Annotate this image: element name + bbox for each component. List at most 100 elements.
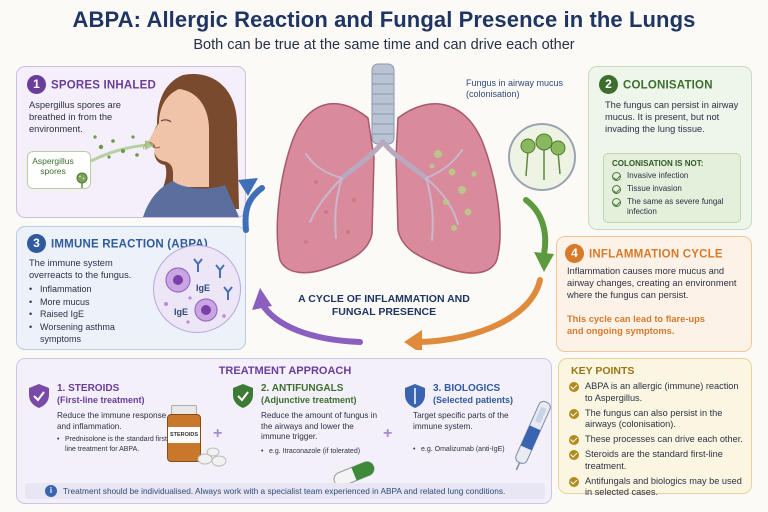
panel-2-header: 2 COLONISATION (599, 75, 713, 94)
shield-icon (29, 384, 49, 408)
key-point-text: The fungus can also persist in the airwa… (585, 407, 723, 430)
lungs-illustration (276, 63, 501, 274)
bottle-label: STEROIDS (168, 427, 200, 443)
treatment-3-text: Target specific parts of the immune syst… (413, 411, 509, 431)
page-title: ABPA: Allergic Reaction and Fungal Prese… (72, 7, 696, 32)
bullet-item: Inflammation (29, 283, 149, 296)
not-item-label: Tissue invasion (627, 184, 682, 193)
panel-inflammation-cycle: 4 INFLAMMATION CYCLE Inflammation causes … (556, 236, 752, 352)
bullet-item: More mucus (29, 296, 149, 309)
treatment-3-bullet: •e.g. Omalizumab (anti-IgE) (413, 446, 505, 453)
treatment-1-subtitle: (First-line treatment) (57, 395, 145, 405)
panel-4-heading: INFLAMMATION CYCLE (589, 248, 723, 261)
treatment-2-subtitle: (Adjunctive treatment) (261, 395, 357, 405)
panel-1-heading: SPORES INHALED (51, 79, 157, 92)
panel-1-header: 1 SPORES INHALED (27, 75, 156, 94)
panel-4-header: 4 INFLAMMATION CYCLE (565, 244, 723, 263)
treatment-2-bullet-text: e.g. Itraconazole (if tolerated) (269, 448, 361, 455)
check-icon (569, 408, 579, 419)
colonisation-not-heading: COLONISATION IS NOT: (612, 159, 704, 168)
check-icon (612, 198, 621, 207)
treatment-1-bullet: •Prednisolone is the standard first-line… (57, 436, 170, 453)
info-icon: i (45, 485, 57, 497)
panel-3-heading: IMMUNE REACTION (ABPA) (51, 238, 208, 251)
bullet-item: Worsening asthma symptoms (29, 321, 149, 346)
treatment-3-title: 3. BIOLOGICS (433, 383, 501, 394)
treatment-2-bullet: •e.g. Itraconazole (if tolerated) (261, 448, 361, 455)
key-point-text: Steroids are the standard first-line tre… (585, 449, 723, 471)
capsule-icon (333, 461, 375, 487)
treatment-3-subtitle: (Selected patients) (433, 395, 514, 405)
treatment-2-text: Reduce the amount of fungus in the airwa… (261, 411, 378, 441)
panel-1-text: Aspergillus spores are breathed in from … (29, 100, 121, 134)
step-number-4: 4 (565, 244, 584, 263)
injection-pen-icon (515, 400, 551, 471)
not-item-label: The same as severe fungal infection (627, 197, 724, 216)
fungus-label: Fungus in airway mucus (colonisation) (466, 78, 564, 99)
immune-cells-illustration: IgE IgE (153, 245, 241, 333)
spore-label-bubble: Aspergillus spores (27, 151, 91, 189)
key-point-item: These processes can drive each other. (569, 434, 745, 446)
key-point-text: ABPA is an allergic (immune) reaction to… (585, 381, 739, 403)
key-points-list: ABPA is an allergic (immune) reaction to… (569, 381, 745, 502)
step-number-2: 2 (599, 75, 618, 94)
immune-cells-icon (164, 258, 233, 324)
panel-3-text: The immune system overreacts to the fung… (29, 258, 132, 280)
treatment-3-bullet-text: e.g. Omalizumab (anti-IgE) (421, 446, 505, 453)
treatment-note-bar: i Treatment should be individualised. Al… (25, 483, 545, 499)
treatment-1-title: 1. STEROIDS (57, 383, 120, 394)
not-item: Invasive infection (612, 171, 732, 181)
ige-label: IgE (196, 283, 211, 293)
key-point-item: Steroids are the standard first-line tre… (569, 449, 745, 472)
treatment-panel: TREATMENT APPROACH 1. STEROIDS (First-li… (16, 358, 552, 504)
panel-3-header: 3 IMMUNE REACTION (ABPA) (27, 234, 208, 253)
key-points-heading: KEY POINTS (571, 365, 635, 377)
colonisation-not-box: COLONISATION IS NOT: Invasive infection … (603, 153, 741, 223)
blue-arrow-head-icon (238, 178, 258, 196)
key-point-text: Antifungals and biologics may be used in… (585, 475, 742, 498)
check-icon (612, 185, 621, 194)
key-point-text: These processes can drive each other. (585, 434, 743, 444)
not-item-label: Invasive infection (627, 171, 689, 180)
treatment-1-bullet-text: Prednisolone is the standard first-line … (65, 436, 170, 453)
fungus-magnified-icon (508, 123, 576, 191)
key-points-panel: KEY POINTS ABPA is an allergic (immune) … (558, 358, 752, 497)
inhaled-spores-icon (90, 135, 155, 163)
key-point-item: Antifungals and biologics may be used in… (569, 476, 745, 499)
panel-immune-reaction: 3 IMMUNE REACTION (ABPA) The immune syste… (16, 226, 246, 350)
plus-icon: + (383, 425, 393, 442)
steroid-bottle-illustration: STEROIDS (167, 405, 201, 463)
step-number-1: 1 (27, 75, 46, 94)
shield-icon (405, 384, 425, 408)
spore-label: Aspergillus spores (32, 156, 74, 176)
check-icon (569, 476, 579, 487)
panel-4-emphasis: This cycle can lead to flare-ups and ong… (567, 314, 705, 336)
panel-colonisation: 2 COLONISATION The fungus can persist in … (588, 66, 752, 230)
check-icon (569, 435, 579, 445)
pills-icon (197, 447, 227, 467)
page-subtitle: Both can be true at the same time and ca… (193, 37, 575, 53)
bullet-item: Raised IgE (29, 308, 149, 321)
treatment-2-title: 2. ANTIFUNGALS (261, 383, 344, 394)
check-icon (612, 172, 621, 181)
person-inhaling-illustration (143, 73, 239, 217)
panel-3-bullets: Inflammation More mucus Raised IgE Worse… (29, 283, 149, 346)
key-point-item: The fungus can also persist in the airwa… (569, 408, 745, 431)
step-number-3: 3 (27, 234, 46, 253)
panel-4-text: Inflammation causes more mucus and airwa… (567, 266, 737, 300)
treatment-note: Treatment should be individualised. Alwa… (63, 486, 506, 496)
plus-icon: + (213, 425, 223, 442)
panel-2-text: The fungus can persist in airway mucus. … (605, 100, 739, 134)
cycle-label: A CYCLE OF INFLAMMATION AND FUNGAL PRESE… (298, 293, 470, 318)
not-item: The same as severe fungal infection (612, 197, 732, 217)
key-point-item: ABPA is an allergic (immune) reaction to… (569, 381, 745, 404)
panel-2-heading: COLONISATION (623, 79, 713, 92)
check-icon (569, 382, 579, 392)
shield-icon (233, 384, 253, 408)
green-arrow-icon (523, 197, 554, 272)
treatment-1-text: Reduce the immune response and inflammat… (57, 411, 167, 431)
not-item: Tissue invasion (612, 184, 732, 194)
treatment-heading: TREATMENT APPROACH (218, 365, 352, 377)
panel-spores-inhaled: 1 SPORES INHALED Aspergillus spores are b… (16, 66, 246, 218)
cycle-arrows-icon (242, 185, 543, 350)
